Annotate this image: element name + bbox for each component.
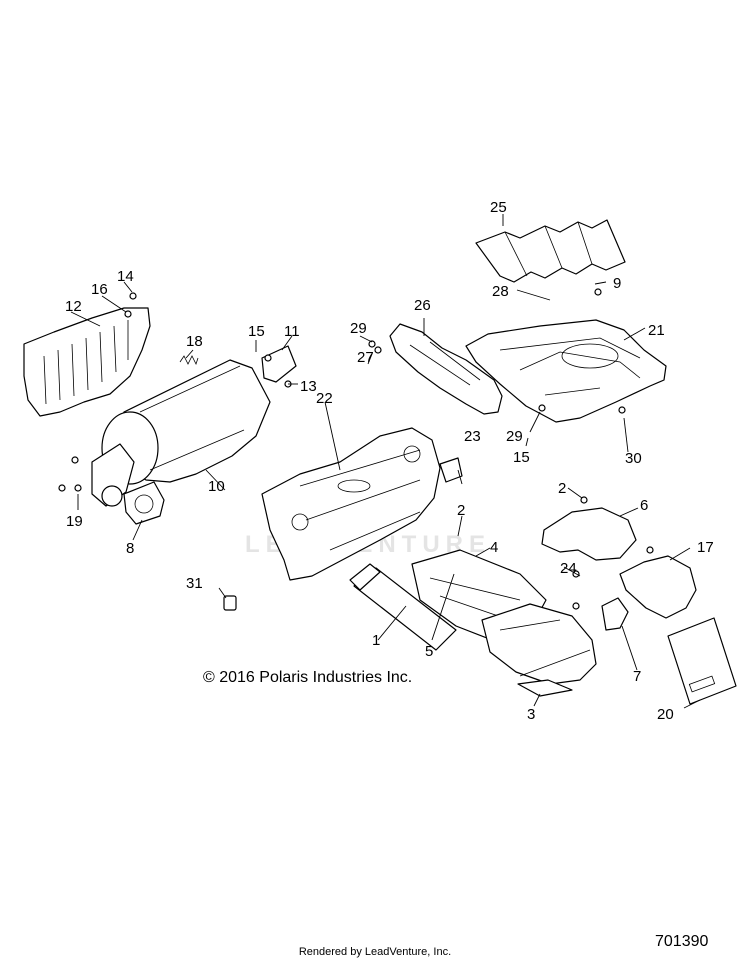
callout-2b: 2: [558, 480, 566, 497]
callout-6: 6: [640, 497, 648, 514]
callout-8: 8: [126, 540, 134, 557]
part-11-tip: [261, 345, 297, 383]
part-8-gasket: [123, 481, 165, 525]
callout-16: 16: [91, 281, 108, 298]
callout-13: 13: [300, 378, 317, 395]
part-31-clip: [223, 595, 237, 611]
callout-9: 9: [613, 275, 621, 292]
part-20-plate: [667, 617, 737, 705]
callout-29b: 29: [506, 428, 523, 445]
callout-5: 5: [425, 643, 433, 660]
part-22-heat-shield: [261, 427, 441, 581]
callout-17: 17: [697, 539, 714, 556]
callout-2a: 2: [457, 502, 465, 519]
part-6-shield: [541, 507, 637, 561]
callout-30: 30: [625, 450, 642, 467]
part-18-spring: [179, 355, 199, 366]
part-10-muffler: [91, 359, 271, 507]
part-23-bracket: [439, 457, 463, 483]
part-21-tray-shield: [465, 319, 667, 423]
callouts: 25 28 9 21 26 29 27 29 15 30 14 16 12 18…: [65, 199, 714, 723]
callout-23: 23: [464, 428, 481, 445]
callout-25: 25: [490, 199, 507, 216]
callout-19: 19: [66, 513, 83, 530]
callout-18: 18: [186, 333, 203, 350]
callout-22: 22: [316, 390, 333, 407]
part-1-header-pipe: [349, 563, 457, 651]
callout-26: 26: [414, 297, 431, 314]
part-17-shield: [619, 555, 697, 619]
callout-15a: 15: [248, 323, 265, 340]
part-12-heat-shield: [23, 307, 151, 417]
callout-4: 4: [490, 539, 498, 556]
diagram-id: 701390: [655, 933, 709, 950]
callout-20: 20: [657, 706, 674, 723]
callout-3: 3: [527, 706, 535, 723]
leader-lines: [70, 214, 701, 709]
callout-28: 28: [492, 283, 509, 300]
part-3-catalytic-converter: [481, 603, 597, 697]
callout-14: 14: [117, 268, 134, 285]
callout-12: 12: [65, 298, 82, 315]
callout-7: 7: [633, 668, 641, 685]
part-7-gasket: [601, 597, 629, 631]
part-25-heat-shield: [475, 219, 626, 283]
copyright-notice: © 2016 Polaris Industries Inc.: [203, 669, 413, 686]
callout-29a: 29: [350, 320, 367, 337]
callout-1: 1: [372, 632, 380, 649]
callout-27: 27: [357, 349, 374, 366]
callout-10: 10: [208, 478, 225, 495]
callout-15b: 15: [513, 449, 530, 466]
rendered-by-footer: Rendered by LeadVenture, Inc.: [298, 946, 452, 958]
callout-21: 21: [648, 322, 665, 339]
callout-11: 11: [284, 323, 300, 340]
callout-31: 31: [186, 575, 203, 592]
callout-24: 24: [560, 560, 577, 577]
part-26-shield: [389, 323, 503, 415]
